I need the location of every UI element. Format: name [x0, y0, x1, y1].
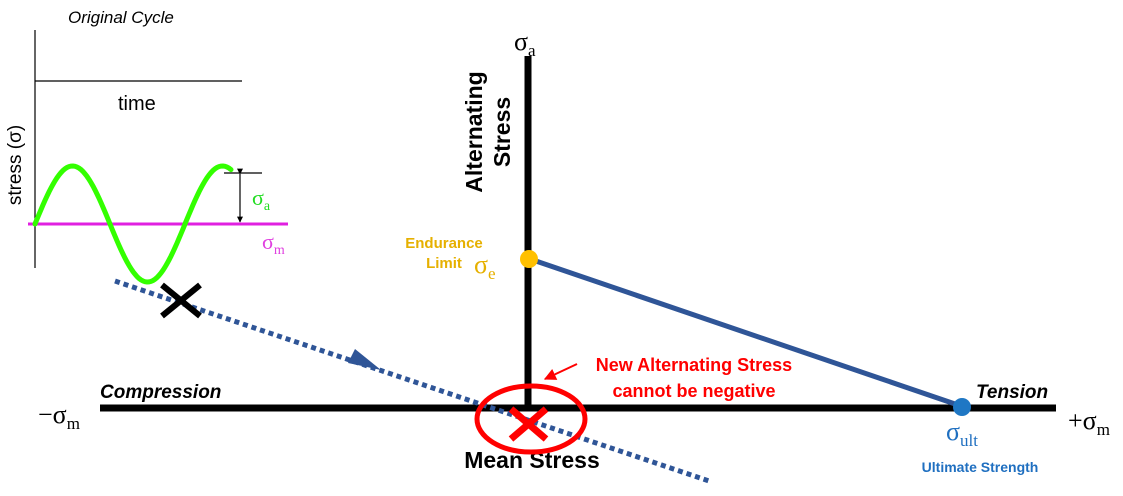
- warning-text-line1: New Alternating Stress: [596, 355, 792, 375]
- load-path-dotted-line: [114, 278, 713, 485]
- endurance-symbol: σe: [474, 250, 496, 283]
- inset-sine-wave: [32, 163, 234, 285]
- inset-original-cycle: Original Cycle time stress (σ) σa σm: [5, 8, 288, 285]
- endurance-label-line1: Endurance: [405, 235, 483, 252]
- left-end-label: −σm: [38, 400, 80, 433]
- load-path-arrow: [348, 349, 381, 370]
- endurance-label-line2: Limit: [426, 255, 462, 272]
- vertical-axis-symbol: σa: [514, 27, 536, 60]
- ultimate-point: [953, 398, 971, 416]
- inset-title: Original Cycle: [68, 8, 174, 27]
- warning-arrow: [543, 363, 578, 380]
- vertical-axis-title-line2: Stress: [489, 97, 515, 167]
- tension-label: Tension: [976, 382, 1048, 403]
- inset-sigma-m: σm: [262, 229, 285, 258]
- inset-sigma-a: σa: [252, 185, 271, 214]
- inset-y-label: stress (σ): [5, 125, 26, 205]
- compression-label: Compression: [100, 382, 221, 403]
- ultimate-symbol: σult: [946, 417, 978, 450]
- warning-circle: [474, 383, 588, 455]
- vertical-axis-title-line1: Alternating: [461, 71, 487, 192]
- goodman-line: [529, 256, 962, 409]
- inset-cross-marker: [160, 282, 202, 319]
- main-axes: σa Alternating Stress Mean Stress −σm +σ…: [38, 27, 1110, 473]
- inset-x-label: time: [118, 93, 156, 115]
- endurance-point: [520, 250, 538, 268]
- right-end-label: +σm: [1068, 406, 1110, 439]
- warning-text-line2: cannot be negative: [612, 381, 775, 401]
- ultimate-label: Ultimate Strength: [922, 459, 1039, 475]
- warning-cross-marker: [508, 406, 549, 442]
